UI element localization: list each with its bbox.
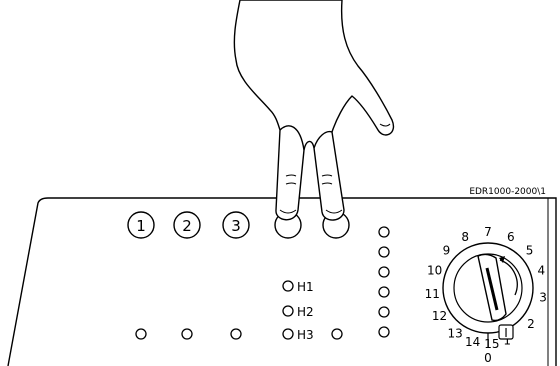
dial-number-11: 11 (425, 287, 440, 301)
program-button-1[interactable]: 1 (127, 211, 155, 239)
indicator-column (378, 226, 390, 338)
heat-level-h1: H1 (282, 280, 314, 294)
dial-number-4: 4 (537, 264, 545, 278)
program-button-1-label: 1 (136, 217, 146, 235)
dial-number-6: 6 (507, 230, 515, 244)
hand-pressing-icon (233, 0, 395, 221)
dial-number-14: 14 (465, 335, 480, 349)
rotary-dial-icon[interactable] (442, 242, 534, 334)
dial-number-7: 7 (484, 225, 492, 239)
dial-number-8: 8 (461, 230, 469, 244)
dial-number-9: 9 (443, 244, 451, 258)
dial-number-13: 13 (447, 326, 462, 340)
heat-level-h3: H3 (282, 328, 314, 342)
ref-code: EDR1000-2000\1 (469, 187, 546, 197)
heat-level-h2: H2 (282, 305, 314, 319)
program-button-2[interactable]: 2 (173, 211, 201, 239)
start-symbol: I (498, 324, 514, 340)
dial-number-1: 1 (503, 334, 511, 348)
start-symbol-label: I (504, 326, 508, 340)
dial-number-5: 5 (526, 244, 534, 258)
heat-level-h2-label: H2 (297, 305, 314, 319)
dial-number-15: 15 (484, 337, 499, 351)
bottom-indicators (135, 328, 343, 340)
dial-number-12: 12 (432, 309, 447, 323)
panel-outline (7, 197, 557, 366)
heat-level-h3-label: H3 (297, 328, 314, 342)
dial-number-10: 10 (427, 264, 442, 278)
dial-zero: 0 (484, 351, 492, 365)
heat-level-h1-label: H1 (297, 280, 314, 294)
program-button-3[interactable]: 3 (222, 211, 250, 239)
program-button-3-label: 3 (231, 217, 241, 235)
program-button-2-label: 2 (182, 217, 192, 235)
dial-number-2: 2 (527, 317, 535, 331)
dial-number-3: 3 (539, 291, 547, 305)
